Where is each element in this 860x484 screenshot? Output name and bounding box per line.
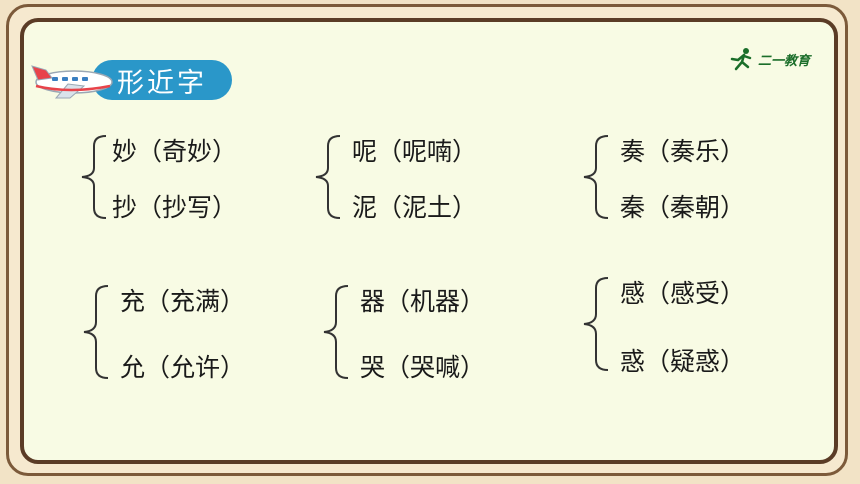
section-heading: 形近字 — [30, 56, 232, 104]
char-entry-a: 奏（奏乐） — [620, 137, 746, 166]
char-entry-b: 抄（抄写） — [112, 193, 238, 222]
char-group-5: 器（机器） 哭（哭喊） — [320, 282, 520, 382]
heading-title: 形近字 — [117, 67, 207, 99]
char-group-6: 感（感受） 惑（疑惑） — [580, 274, 780, 376]
logo-text: 二一教育 — [758, 53, 811, 69]
char-group-4: 充（充满） 允（允许） — [80, 282, 280, 382]
brand-logo: 二一教育 — [728, 46, 810, 72]
brace-icon — [83, 285, 109, 379]
brace-icon — [583, 277, 609, 371]
brace-icon — [81, 135, 107, 219]
brace-icon — [323, 285, 349, 379]
char-entry-a: 器（机器） — [360, 287, 486, 316]
char-group-2: 呢（呢喃） 泥（泥土） — [312, 132, 512, 222]
brace-icon — [583, 135, 609, 219]
char-entry-b: 惑（疑惑） — [620, 347, 746, 376]
char-entry-b: 允（允许） — [120, 353, 246, 382]
char-group-1: 妙（奇妙） 抄（抄写） — [78, 132, 278, 222]
char-entry-a: 呢（呢喃） — [352, 137, 478, 166]
runner-icon — [730, 48, 752, 71]
char-entry-a: 妙（奇妙） — [112, 137, 238, 166]
char-entry-a: 感（感受） — [620, 279, 746, 308]
char-entry-a: 充（充满） — [120, 287, 246, 316]
airplane-icon — [31, 65, 113, 99]
char-entry-b: 泥（泥土） — [352, 193, 478, 222]
brace-icon — [315, 135, 341, 219]
char-entry-b: 秦（秦朝） — [620, 193, 746, 222]
char-group-3: 奏（奏乐） 秦（秦朝） — [580, 132, 780, 222]
char-entry-b: 哭（哭喊） — [360, 353, 486, 382]
heading-badge: 形近字 — [92, 60, 232, 100]
